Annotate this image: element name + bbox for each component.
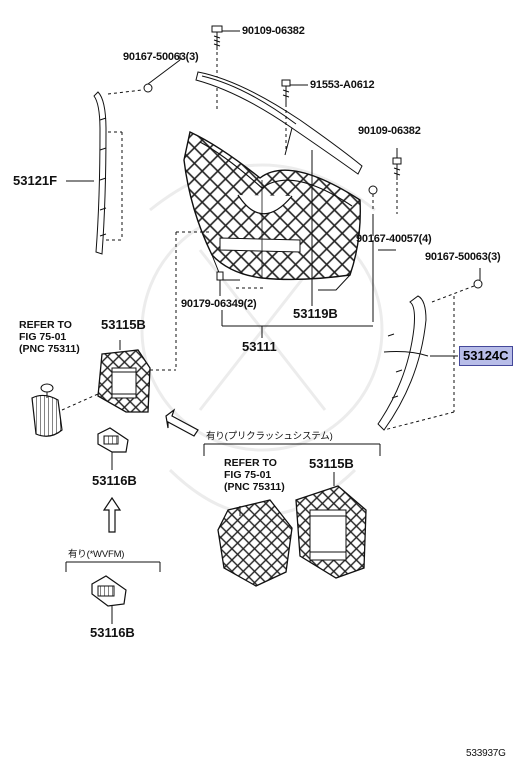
label-53116B-top: 53116B: [92, 473, 137, 488]
bracket-left: [97, 231, 212, 413]
refer-left-line1: REFER TO: [19, 319, 72, 331]
arrow-up-left: [165, 408, 199, 437]
emblem-left: [31, 383, 99, 437]
label-53121F: 53121F: [13, 173, 58, 188]
refer-right-line3: (PNC 75311): [224, 481, 285, 493]
precrash-bracket: [203, 443, 381, 456]
bolt-top: [211, 25, 240, 110]
note-precrash: 有り(プリクラッシュシステム): [206, 431, 333, 442]
label-90109-06382-top: 90109-06382: [242, 25, 305, 37]
label-53111: 53111: [242, 339, 277, 354]
side-molding-left: [66, 83, 153, 255]
label-53115B-right: 53115B: [309, 456, 354, 471]
label-90109-06382-right: 90109-06382: [358, 125, 421, 137]
upper-molding: [195, 71, 363, 175]
refer-left-line2: FIG 75-01: [19, 331, 67, 343]
refer-left-line3: (PNC 75311): [19, 343, 80, 355]
bracket-right: [295, 472, 367, 579]
arrow-up: [102, 496, 122, 533]
figure-code: 533937G: [466, 748, 506, 759]
label-53115B-left: 53115B: [101, 317, 146, 332]
label-53124C-highlighted[interactable]: 53124C: [459, 346, 513, 366]
clip-40057: [368, 185, 378, 212]
label-53119B: 53119B: [293, 306, 338, 321]
sensor-cover-right: [217, 499, 293, 587]
bolt-91553: [281, 79, 308, 150]
bolt-right: [392, 148, 402, 214]
label-90167-50063-left: 90167-50063(3): [123, 51, 199, 63]
sensor-bracket-small-2: [91, 575, 127, 624]
sensor-bracket-small-1: [97, 427, 129, 470]
leader-lines: [147, 53, 481, 338]
wvfm-bracket: [65, 561, 161, 572]
side-molding-right: [377, 279, 483, 431]
label-90167-40057: 90167-40057(4): [356, 233, 432, 245]
label-53116B-bottom: 53116B: [90, 625, 135, 640]
label-90167-50063-right: 90167-50063(3): [425, 251, 501, 263]
note-wvfm: 有り(*WVFM): [68, 549, 125, 560]
refer-right-line2: FIG 75-01: [224, 469, 272, 481]
label-91553-A0612: 91553-A0612: [310, 79, 375, 91]
refer-right-line1: REFER TO: [224, 457, 277, 469]
clip-90179: [216, 271, 266, 296]
label-90179-06349: 90179-06349(2): [181, 298, 257, 310]
